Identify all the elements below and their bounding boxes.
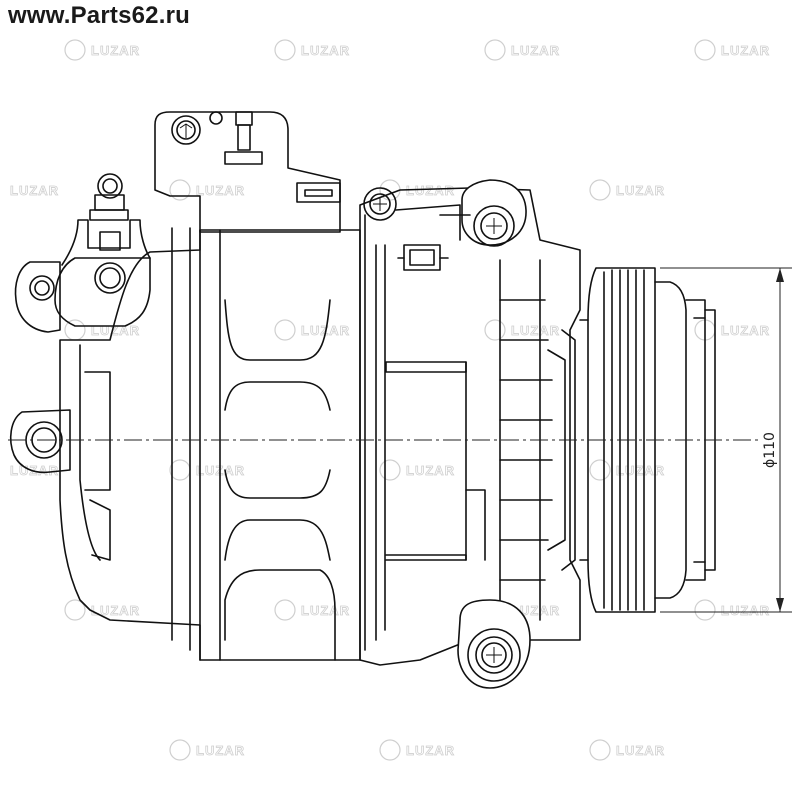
- svg-text:LUZAR: LUZAR: [91, 43, 140, 58]
- watermark-logo: LUZAR: [694, 599, 770, 621]
- svg-text:LUZAR: LUZAR: [91, 603, 140, 618]
- svg-text:LUZAR: LUZAR: [406, 183, 455, 198]
- svg-text:LUZAR: LUZAR: [721, 323, 770, 338]
- watermark-logo: LUZAR: [64, 599, 140, 621]
- watermark-logo: LUZAR: [379, 739, 455, 761]
- svg-text:LUZAR: LUZAR: [721, 603, 770, 618]
- svg-text:LUZAR: LUZAR: [616, 743, 665, 758]
- svg-text:LUZAR: LUZAR: [406, 743, 455, 758]
- watermark-logo: LUZAR: [169, 459, 244, 481]
- rear-housing: [59, 227, 361, 661]
- svg-text:LUZAR: LUZAR: [301, 603, 350, 618]
- svg-text:LUZAR: LUZAR: [10, 183, 59, 198]
- watermark-logo: LUZAR: [694, 319, 770, 341]
- svg-text:LUZAR: LUZAR: [301, 43, 350, 58]
- svg-text:LUZAR: LUZAR: [616, 463, 665, 478]
- diameter-label: ϕ110: [762, 432, 778, 468]
- watermark-logo: LUZAR: [169, 179, 245, 201]
- diameter-dimension: ϕ110: [660, 267, 792, 613]
- watermark-logo: LUZAR: [64, 319, 139, 341]
- watermark-logo: LUZAR: [10, 183, 59, 199]
- svg-text:LUZAR: LUZAR: [721, 43, 770, 58]
- watermark-logo: LUZAR: [484, 319, 560, 341]
- svg-text:LUZAR: LUZAR: [196, 183, 245, 198]
- watermark-logo: LUZAR: [589, 179, 665, 201]
- svg-text:LUZAR: LUZAR: [511, 323, 560, 338]
- watermark-logo: LUZAR: [589, 739, 665, 761]
- left-mounting-lug: [9, 261, 71, 474]
- svg-text:LUZAR: LUZAR: [196, 743, 245, 758]
- left-fitting: [54, 173, 151, 327]
- watermark-logo: LUZAR: [484, 39, 560, 61]
- watermark-logo: LUZAR: [169, 739, 245, 761]
- svg-text:LUZAR: LUZAR: [511, 43, 560, 58]
- watermark-logo: LUZAR: [274, 39, 350, 61]
- front-housing: [359, 179, 581, 689]
- svg-text:LUZAR: LUZAR: [406, 463, 455, 478]
- watermark-logo: LUZAR: [379, 459, 455, 481]
- watermark-logo: LUZAR: [274, 319, 349, 341]
- watermark-logo: LUZAR: [694, 39, 770, 61]
- site-watermark-text: www.Parts62.ru: [8, 2, 190, 29]
- svg-text:LUZAR: LUZAR: [616, 183, 665, 198]
- watermark-layer: LUZAR LUZAR LUZAR LUZAR LUZAR LUZAR LUZA…: [10, 39, 770, 761]
- watermark-logo: LUZAR: [64, 39, 140, 61]
- service-port-block: [154, 111, 341, 233]
- watermark-logo: LUZAR: [274, 599, 350, 621]
